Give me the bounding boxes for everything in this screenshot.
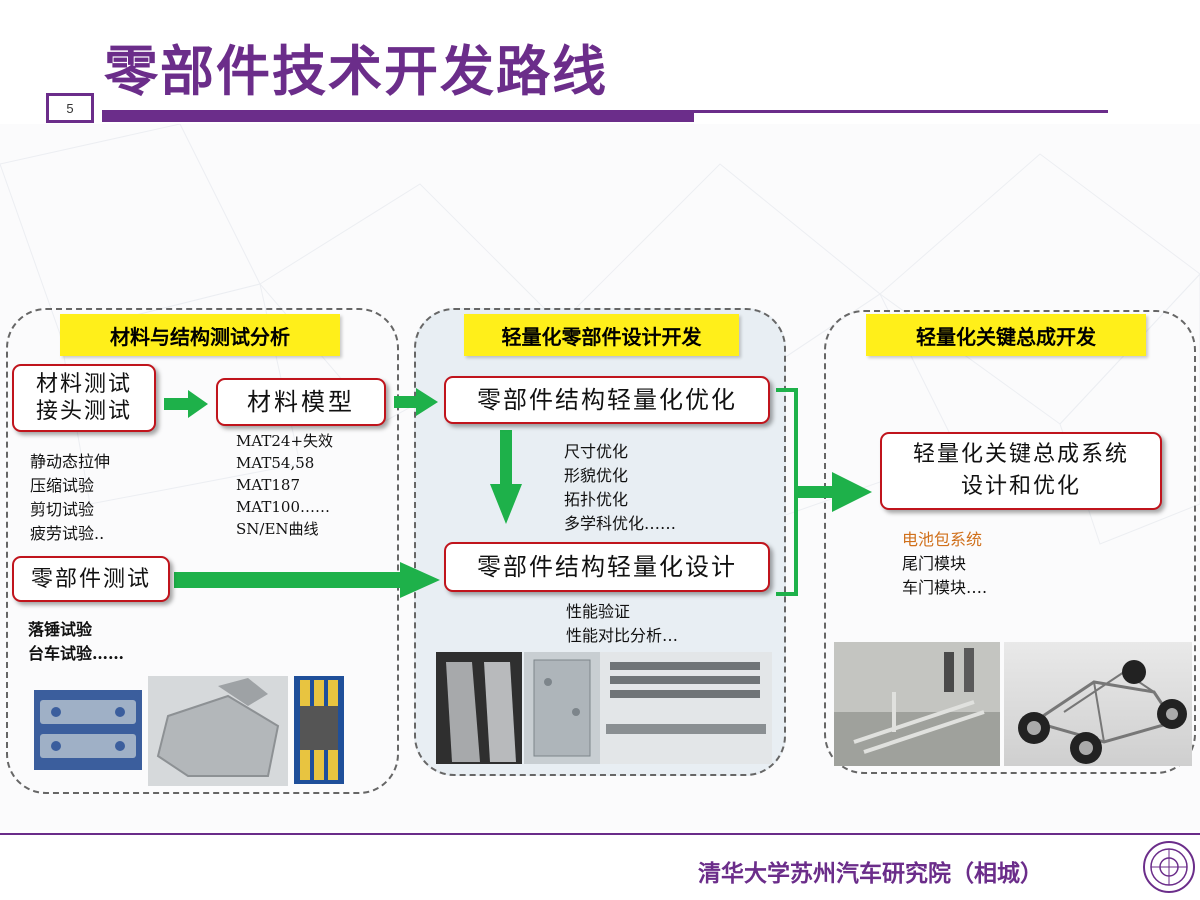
part-test-box: 零部件测试 [12, 556, 170, 602]
list-item: 台车试验…… [28, 644, 125, 663]
design-label: 轻量化零部件设计开发 [464, 314, 739, 356]
test-analysis-panel [6, 308, 399, 794]
list-item: MAT24+失效 [236, 432, 334, 450]
list-item: 车门模块…. [902, 578, 988, 597]
university-seal-icon [1142, 840, 1196, 894]
pillar-photo [436, 652, 522, 764]
system-box-line: 设计和优化 [960, 474, 1081, 499]
validation-list: 性能验证 性能对比分析… [566, 600, 678, 648]
list-item: 尾门模块 [902, 554, 967, 573]
system-box-line: 轻量化关键总成系统 [912, 442, 1129, 467]
list-item: MAT187 [236, 476, 301, 494]
list-item: 落锤试验 [28, 620, 93, 639]
list-item: 电池包系统 [902, 530, 983, 549]
list-item: 压缩试验 [30, 476, 95, 495]
system-box: 轻量化关键总成系统 设计和优化 [880, 432, 1162, 510]
list-item: 性能对比分析… [566, 626, 679, 645]
joint-test-label: 接头测试 [35, 399, 132, 424]
page-title: 零部件技术开发路线 [104, 40, 608, 103]
list-item: 形貌优化 [564, 466, 629, 485]
beam-photo [600, 652, 772, 764]
test-analysis-label: 材料与结构测试分析 [60, 314, 340, 356]
optimization-list: 尺寸优化 形貌优化 拓扑优化 多学科优化…… [564, 440, 676, 536]
list-item: 疲劳试验.. [30, 524, 105, 543]
system-list: 电池包系统 尾门模块 车门模块…. [902, 528, 987, 600]
list-item: 尺寸优化 [564, 442, 629, 461]
static-test-list: 静动态拉伸 压缩试验 剪切试验 疲劳试验.. [30, 450, 110, 546]
assembly-panel [824, 310, 1196, 774]
frame-photo [834, 642, 1000, 766]
list-item: 拓扑优化 [564, 490, 629, 509]
bracket [776, 388, 798, 596]
page-number: 5 [46, 93, 94, 123]
profile-photo [148, 676, 288, 786]
footer-rule [0, 833, 1200, 835]
arrow-right-icon [174, 562, 440, 598]
assembly-label: 轻量化关键总成开发 [866, 314, 1146, 356]
arrow-right-icon [164, 390, 208, 418]
arrow-right-icon [798, 472, 872, 512]
list-item: MAT54,58 [236, 454, 315, 472]
material-model-list: MAT24+失效 MAT54,58 MAT187 MAT100…… SN/EN曲… [236, 430, 333, 540]
material-test-label: 材料测试 [35, 372, 132, 397]
title-rule [694, 110, 1108, 113]
panel-photo [524, 652, 600, 764]
arrow-right-icon [394, 388, 438, 416]
title-underline [102, 110, 694, 122]
list-item: 剪切试验 [30, 500, 95, 519]
optimization-box: 零部件结构轻量化优化 [444, 376, 770, 424]
design-box: 零部件结构轻量化设计 [444, 542, 770, 592]
specimen-photo [34, 690, 142, 770]
arrow-down-icon [490, 430, 522, 524]
chassis-render [1004, 642, 1192, 766]
list-item: 多学科优化…… [564, 514, 677, 533]
list-item: SN/EN曲线 [236, 520, 319, 538]
part-test-list: 落锤试验 台车试验…… [28, 618, 124, 666]
material-test-box: 材料测试 接头测试 [12, 364, 156, 432]
list-item: MAT100…… [236, 498, 331, 516]
list-item: 性能验证 [566, 602, 631, 621]
footer-institution: 清华大学苏州汽车研究院（相城） [698, 861, 1043, 887]
material-model-box: 材料模型 [216, 378, 386, 426]
coupon-photo [294, 676, 344, 784]
list-item: 静动态拉伸 [30, 452, 111, 471]
